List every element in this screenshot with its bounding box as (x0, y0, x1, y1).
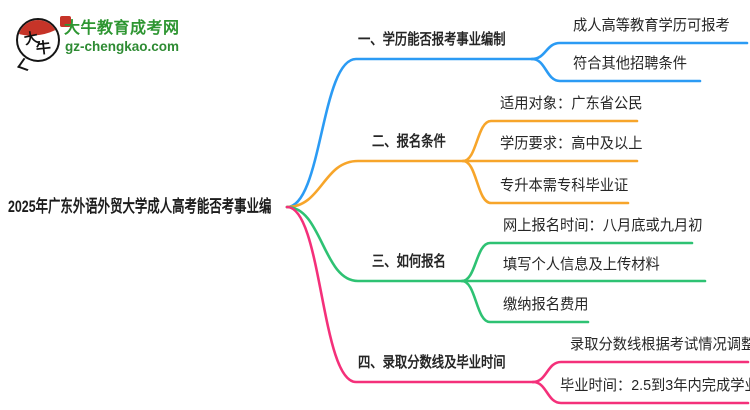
root-topic: 2025年广东外语外贸大学成人高考能否考事业编 (8, 197, 272, 216)
branch-1-trunk-line (285, 57, 534, 209)
branch-3-topic: 三、如何报名 (372, 253, 446, 270)
branch-2-child-3-connector (461, 159, 630, 205)
branch-1-topic: 一、学历能否报考事业编制 (358, 31, 506, 48)
logo-char-niu: 牛 (35, 39, 52, 58)
branch-2-subtopic-2: 学历要求：高中及以上 (500, 135, 643, 152)
branch-3-subtopic-2: 填写个人信息及上传材料 (503, 256, 660, 273)
branch-4-subtopic-1: 录取分数线根据考试情况调整 (570, 336, 750, 353)
branch-3-subtopic-1: 网上报名时间：八月底或九月初 (503, 217, 703, 234)
branch-3-child-3-connector (460, 279, 590, 324)
branch-4-topic: 四、录取分数线及毕业时间 (358, 354, 506, 371)
branch-1-child-2-connector (530, 57, 702, 83)
branch-3-child-1-connector (460, 241, 694, 283)
logo-bubble-icon: 大 牛 (16, 18, 60, 62)
site-name: 大牛教育成考网 (64, 20, 180, 37)
branch-2-trunk-line (285, 159, 639, 209)
branch-4-child-2-connector (531, 380, 750, 405)
branch-3-subtopic-3: 缴纳报名费用 (503, 296, 589, 313)
branch-4-subtopic-2: 毕业时间：2.5到3年内完成学业 (560, 377, 750, 394)
site-domain: gz-chengkao.com (65, 39, 180, 54)
branch-2-child-1-connector (461, 119, 639, 163)
branch-4-trunk-line (285, 205, 535, 384)
branch-1-subtopic-1: 成人高等教育学历可报考 (573, 17, 730, 34)
branch-1-subtopic-2: 符合其他招聘条件 (573, 55, 688, 72)
branch-2-subtopic-1: 适用对象：广东省公民 (500, 95, 643, 112)
logo-seal-icon (60, 16, 71, 27)
branch-2-topic: 二、报名条件 (372, 133, 446, 150)
site-logo: 大 牛 大牛教育成考网 gz-chengkao.com (14, 12, 234, 72)
branch-2-subtopic-3: 专升本需专科毕业证 (500, 177, 629, 194)
branch-3-trunk-line (285, 205, 707, 283)
